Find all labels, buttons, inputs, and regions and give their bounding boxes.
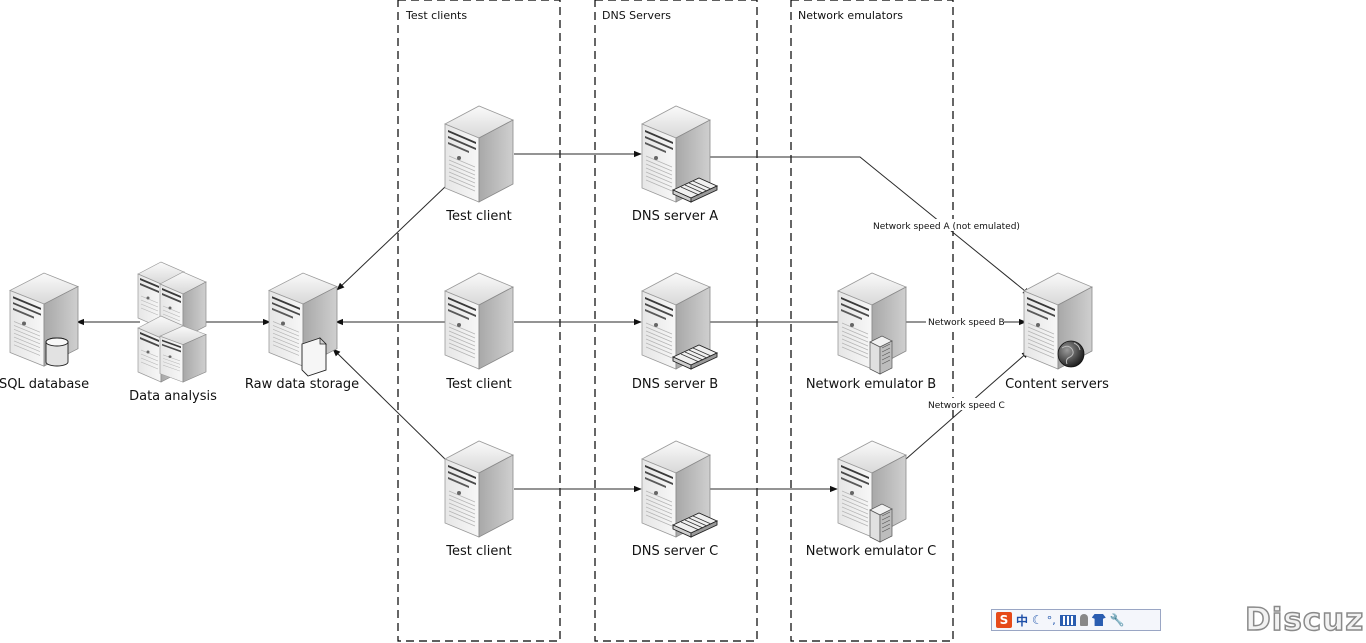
dns-server-icon: [641, 440, 718, 538]
server-icon: [444, 272, 514, 370]
node-label-test-client-1: Test client: [445, 209, 511, 224]
node-label-sql-database: SQL database: [0, 377, 89, 392]
edge-labels: Network speed A (not emulated) Network s…: [871, 219, 1020, 411]
database-server-icon: [9, 272, 79, 367]
node-label-dns-server-c: DNS server C: [632, 544, 718, 559]
zone-dns-servers: DNS Servers: [594, 0, 758, 642]
zone-dns-servers-label: DNS Servers: [602, 9, 671, 22]
halfwidth-moon-icon[interactable]: ☾: [1032, 613, 1043, 627]
node-dns-server-a[interactable]: DNS server A: [632, 105, 718, 224]
zone-test-clients: Test clients: [397, 0, 561, 642]
node-raw-data-storage[interactable]: Raw data storage: [245, 272, 359, 392]
node-sql-database[interactable]: SQL database: [0, 272, 89, 392]
network-emulator-icon: [837, 272, 907, 375]
skin-shirt-icon[interactable]: [1091, 614, 1106, 626]
dns-server-icon: [641, 105, 718, 203]
node-label-data-analysis: Data analysis: [129, 389, 217, 404]
web-server-icon: [1023, 272, 1093, 370]
edge-client3-to-storage: [332, 348, 447, 461]
node-dns-server-c[interactable]: DNS server C: [632, 440, 718, 559]
network-emulator-icon: [837, 440, 907, 543]
node-dns-server-b[interactable]: DNS server B: [632, 272, 718, 392]
edge-client1-to-storage: [336, 185, 447, 291]
user-icon[interactable]: [1079, 614, 1088, 626]
node-label-test-client-2: Test client: [445, 377, 511, 392]
server-icon: [444, 440, 514, 538]
server-icon: [444, 105, 514, 203]
ime-mode-toggle[interactable]: 中: [1016, 613, 1029, 628]
zone-network-emulators-label: Network emulators: [798, 9, 903, 22]
wrench-icon[interactable]: 🔧: [1109, 613, 1125, 627]
edge-label-network-speed-a: Network speed A (not emulated): [873, 222, 1020, 232]
sogou-logo-icon[interactable]: S: [996, 612, 1012, 628]
node-label-content-servers: Content servers: [1005, 377, 1109, 392]
node-label-raw-data-storage: Raw data storage: [245, 377, 359, 392]
keyboard-icon[interactable]: [1059, 614, 1076, 626]
server-cluster-icon: [137, 261, 207, 383]
node-test-client-2[interactable]: Test client: [444, 272, 514, 392]
node-label-dns-server-b: DNS server B: [632, 377, 718, 392]
node-test-client-1[interactable]: Test client: [444, 105, 514, 224]
dns-server-icon: [641, 272, 718, 370]
node-label-network-emulator-b: Network emulator B: [806, 377, 936, 392]
node-label-test-client-3: Test client: [445, 544, 511, 559]
edge-dns-a-to-content: [677, 156, 1031, 296]
discuz-watermark: Discuz!: [1244, 601, 1366, 639]
node-content-servers[interactable]: Content servers: [1005, 272, 1109, 392]
node-test-client-3[interactable]: Test client: [444, 440, 514, 559]
node-network-emulator-c[interactable]: Network emulator C: [806, 440, 937, 559]
node-data-analysis[interactable]: Data analysis: [129, 261, 217, 404]
file-server-icon: [268, 272, 338, 377]
ime-toolbar[interactable]: S 中 ☾ °, 🔧: [991, 609, 1161, 631]
zone-test-clients-label: Test clients: [405, 9, 467, 22]
edge-label-network-speed-c: Network speed C: [928, 401, 1005, 411]
node-label-network-emulator-c: Network emulator C: [806, 544, 937, 559]
node-label-dns-server-a: DNS server A: [632, 209, 718, 224]
edge-label-network-speed-b: Network speed B: [928, 318, 1005, 328]
punctuation-icon[interactable]: °,: [1046, 613, 1056, 627]
node-network-emulator-b[interactable]: Network emulator B: [806, 272, 936, 392]
